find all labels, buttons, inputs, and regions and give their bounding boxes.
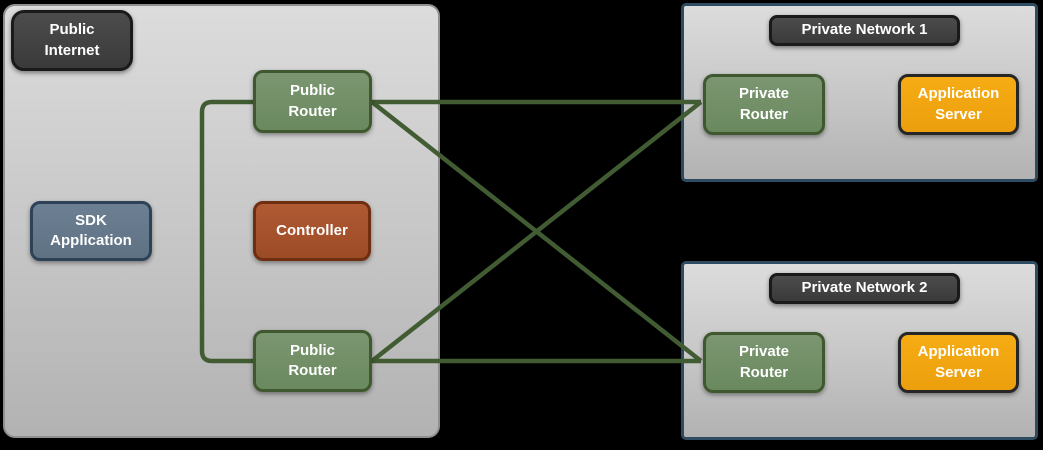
application-server-2-node: Application Server (898, 332, 1019, 393)
private-network-2-label: Private Network 2 (769, 273, 960, 304)
private-network-1-container: Private Network 1 Private Router Applica… (681, 3, 1038, 182)
public-internet-label: Public Internet (11, 10, 133, 71)
controller-node: Controller (253, 201, 371, 261)
private-router-1-node: Private Router (703, 74, 825, 135)
public-router-top-node: Public Router (253, 70, 372, 133)
public-router-bottom-node: Public Router (253, 330, 372, 392)
sdk-application-node: SDK Application (30, 201, 152, 261)
private-network-2-container: Private Network 2 Private Router Applica… (681, 261, 1038, 440)
application-server-1-node: Application Server (898, 74, 1019, 135)
private-router-2-node: Private Router (703, 332, 825, 393)
private-network-1-label: Private Network 1 (769, 15, 960, 46)
